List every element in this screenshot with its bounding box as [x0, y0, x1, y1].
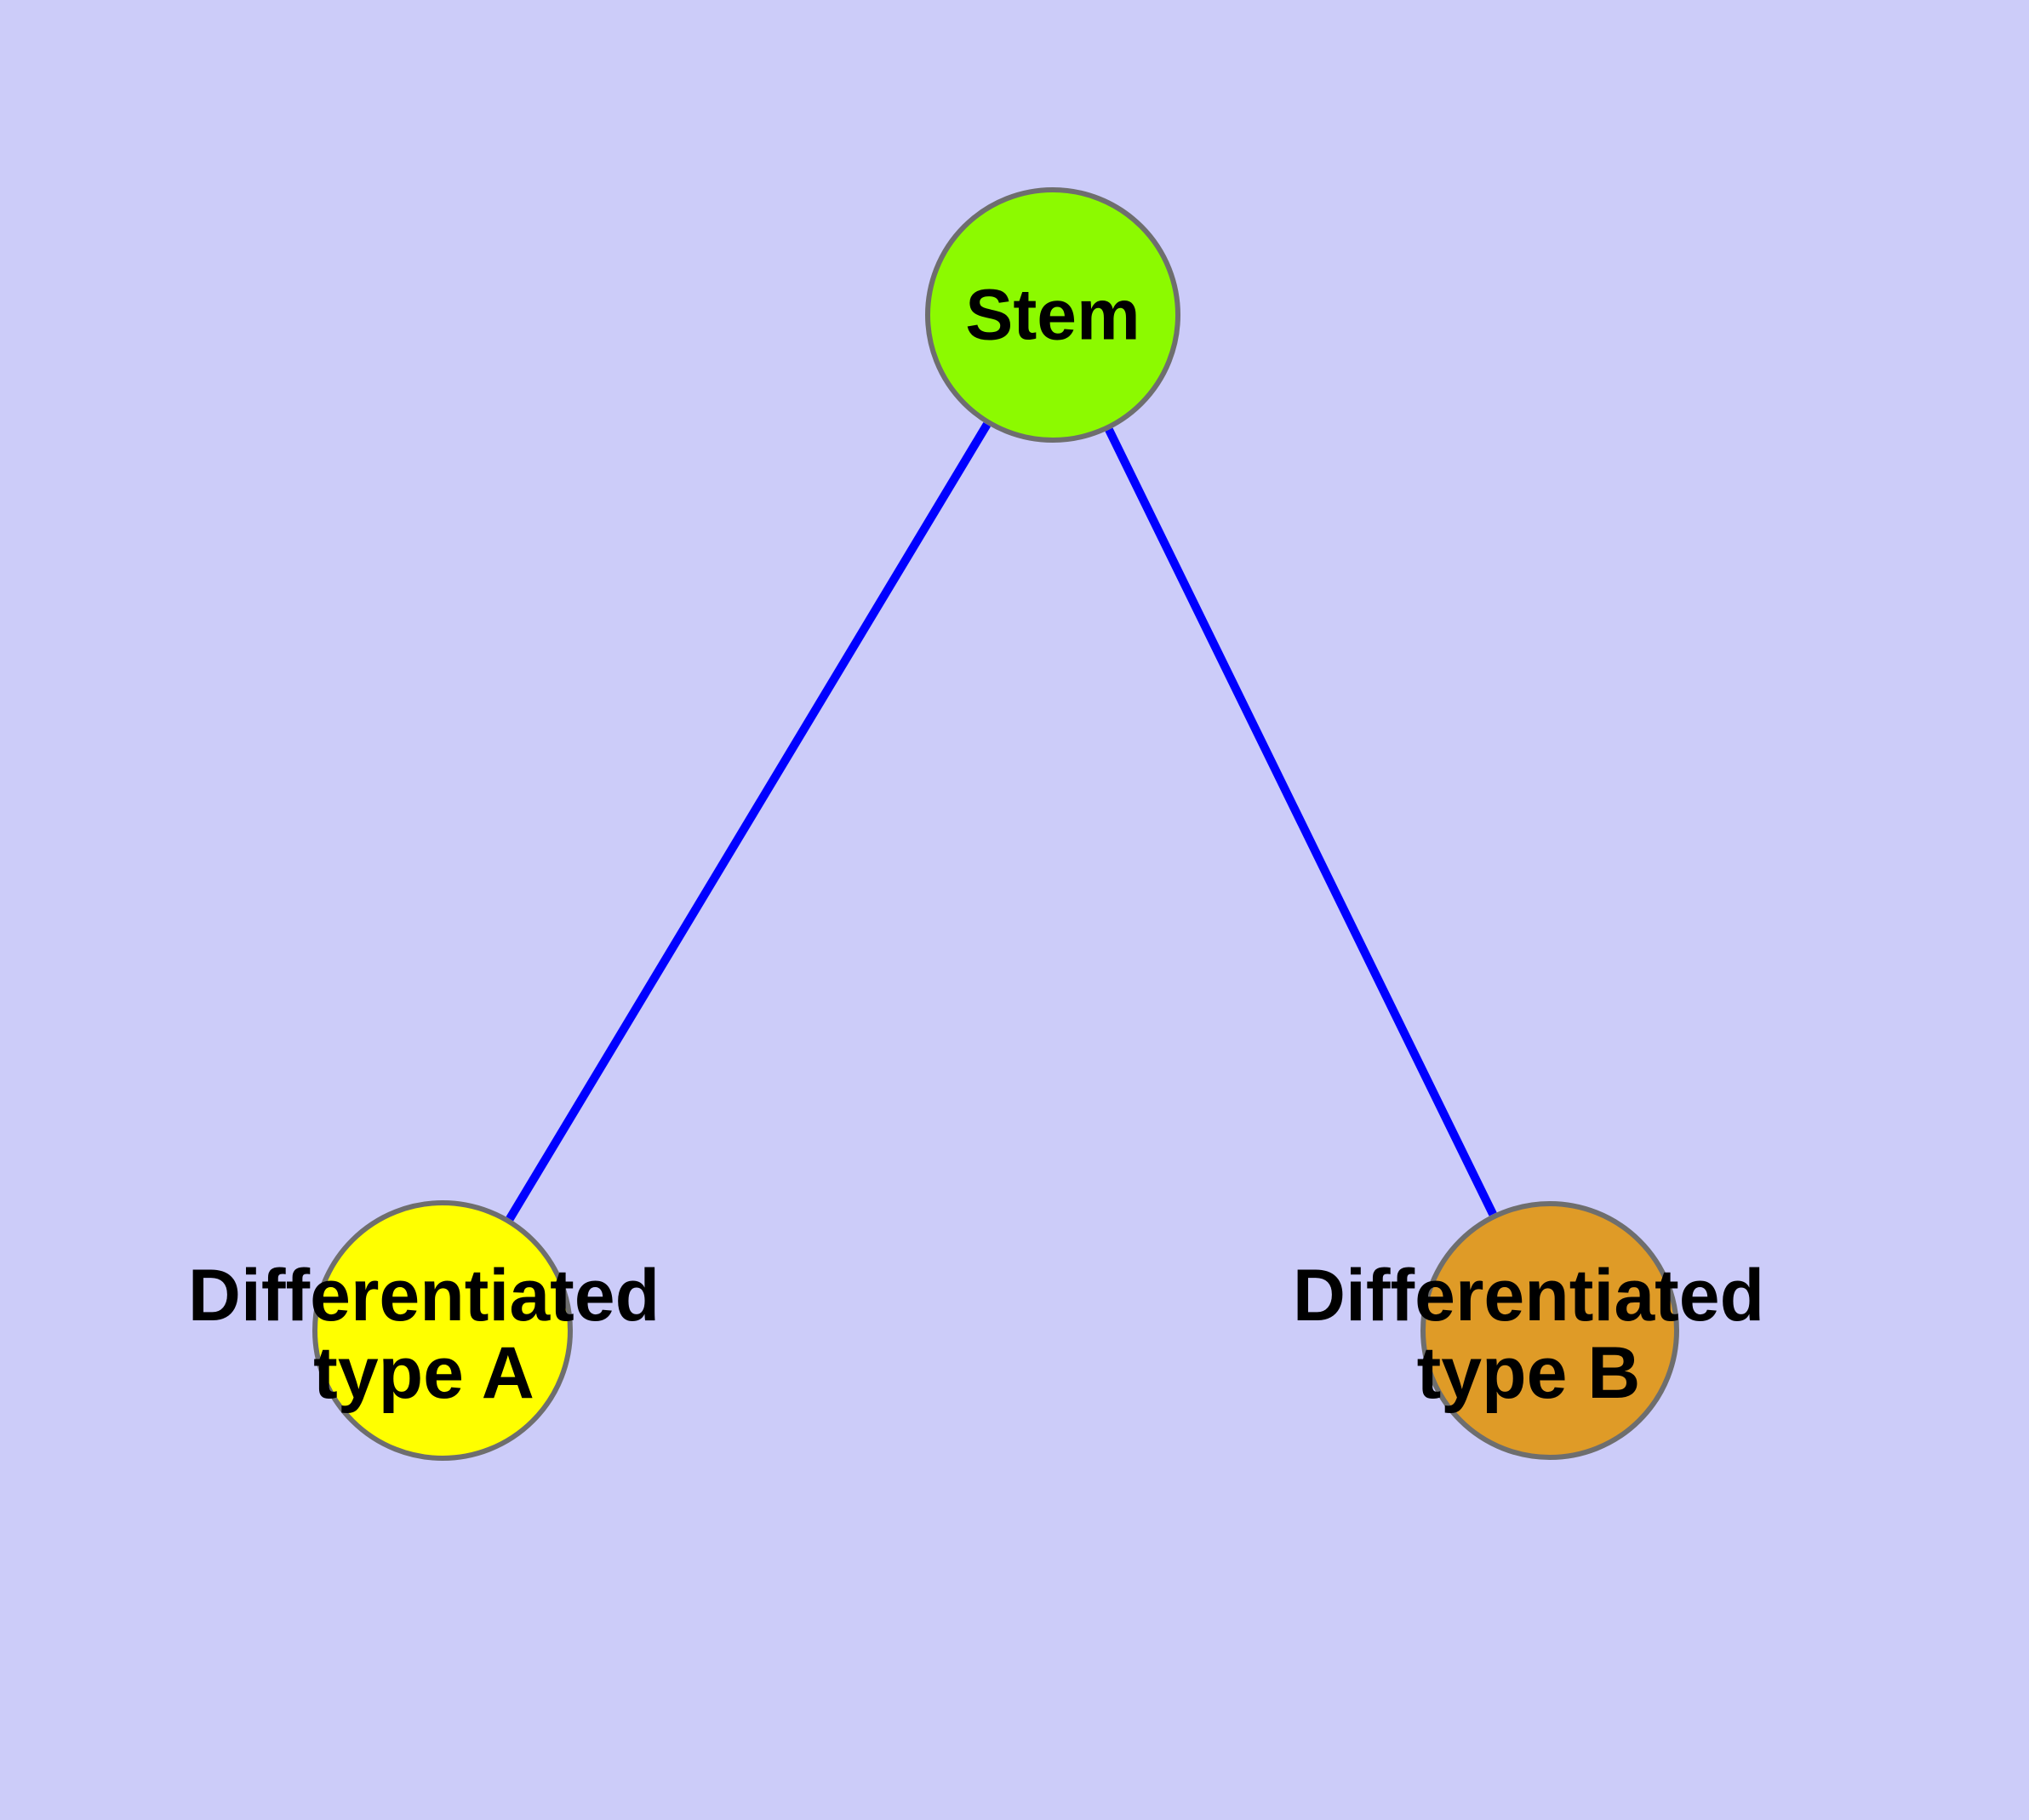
- edges-layer: [506, 421, 1497, 1222]
- node-diff-a[interactable]: [312, 1200, 573, 1461]
- edge-stem-diff-b[interactable]: [1105, 427, 1497, 1216]
- node-stem[interactable]: [925, 187, 1180, 443]
- nodes-layer: [312, 187, 1679, 1461]
- edge-stem-diff-a[interactable]: [506, 421, 992, 1222]
- node-diff-b[interactable]: [1420, 1201, 1679, 1460]
